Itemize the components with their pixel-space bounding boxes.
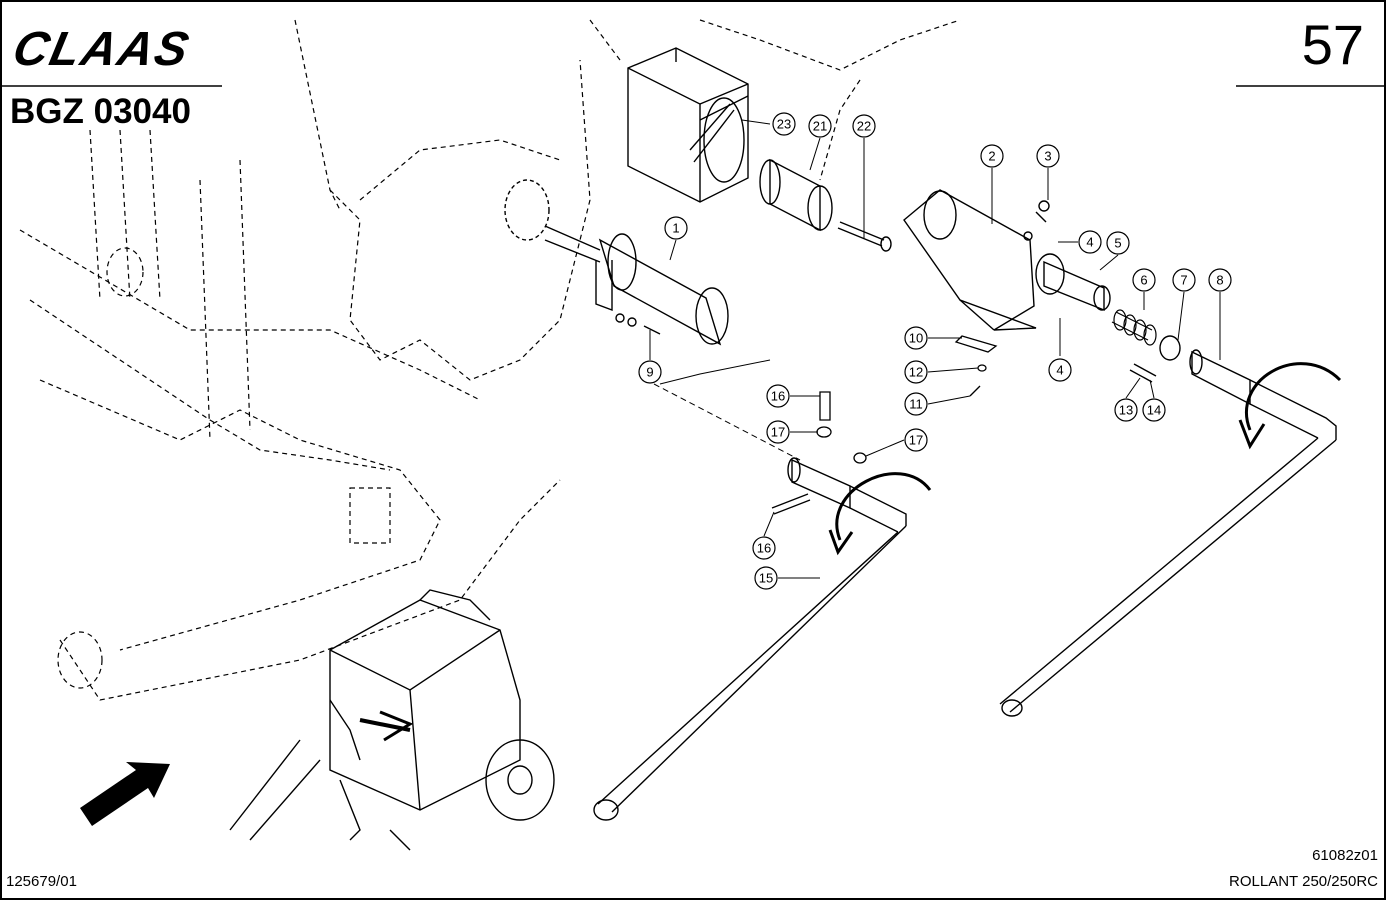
callout-label: 3	[1044, 149, 1051, 164]
callout-label: 4	[1056, 363, 1063, 378]
callout-21	[808, 114, 832, 138]
page-number: 57	[1301, 13, 1364, 76]
part-21-sleeve	[759, 158, 833, 232]
callout-23	[772, 112, 796, 136]
callout-label: 6	[1140, 273, 1147, 288]
model-name: ROLLANT 250/250RC	[1229, 873, 1378, 890]
callout-label: 5	[1114, 236, 1121, 251]
callout-15	[754, 566, 778, 590]
part-7-cap	[1159, 335, 1181, 361]
callout-label: 14	[1147, 403, 1161, 418]
reference-number: 125679/01	[6, 873, 77, 890]
callout-circles	[638, 112, 1232, 590]
callout-13	[1114, 398, 1138, 422]
callout-label: 16	[757, 541, 771, 556]
callout-8	[1208, 268, 1232, 292]
callout-label: 15	[759, 571, 773, 586]
callout-numbers: 1 2 3 4 4 5 6 7 8 9 10 11 12 13 14 15 16…	[646, 117, 1223, 586]
callout-3	[1036, 144, 1060, 168]
part-1-tube	[504, 179, 729, 346]
callout-1	[664, 216, 688, 240]
callout-label: 22	[857, 119, 871, 134]
part-6-spring	[1111, 309, 1157, 346]
part-10-12-11-fasteners	[954, 335, 998, 397]
callout-16b	[752, 536, 776, 560]
callout-5	[1106, 231, 1130, 255]
baler-overview-illustration	[229, 589, 555, 851]
callout-10	[904, 326, 928, 350]
callout-22	[852, 114, 876, 138]
callout-4b	[1048, 358, 1072, 382]
drawing-reference: 61082z01	[1312, 847, 1378, 864]
callout-label: 21	[813, 119, 827, 134]
callout-6	[1132, 268, 1156, 292]
part-22-bolt	[837, 221, 892, 252]
part-2-bracket	[903, 189, 1050, 331]
callout-label: 16	[771, 389, 785, 404]
group-code: BGZ 03040	[10, 92, 191, 131]
part-23-cover	[627, 47, 749, 203]
callout-label: 12	[909, 365, 923, 380]
callout-label: 23	[777, 117, 791, 132]
view-direction-arrow	[80, 762, 170, 826]
callout-label: 11	[909, 397, 923, 412]
callout-label: 10	[909, 331, 923, 346]
machine-frame-outline	[19, 19, 961, 701]
callout-leaders	[649, 119, 1221, 579]
callout-4a	[1078, 230, 1102, 254]
part-5-shaft	[1035, 253, 1111, 312]
part-13-14-pins	[1129, 363, 1157, 383]
callout-label: 17	[909, 433, 923, 448]
callout-label: 9	[646, 365, 653, 380]
part-16-bolts	[771, 391, 867, 515]
callout-11	[904, 392, 928, 416]
callout-12	[904, 360, 928, 384]
callout-label: 13	[1119, 403, 1133, 418]
callout-9	[638, 360, 662, 384]
callout-2	[980, 144, 1004, 168]
callout-label: 1	[672, 221, 679, 236]
callout-label: 8	[1216, 273, 1223, 288]
callout-16a	[766, 384, 790, 408]
callout-label: 17	[771, 425, 785, 440]
callout-label: 2	[988, 149, 995, 164]
part-8-crank-handle	[999, 349, 1342, 717]
callout-label: 7	[1180, 273, 1187, 288]
part-15-crank-handle	[593, 457, 932, 821]
callout-14	[1142, 398, 1166, 422]
callout-17b	[904, 428, 928, 452]
callout-label: 4	[1086, 235, 1093, 250]
callout-7	[1172, 268, 1196, 292]
callout-17a	[766, 420, 790, 444]
